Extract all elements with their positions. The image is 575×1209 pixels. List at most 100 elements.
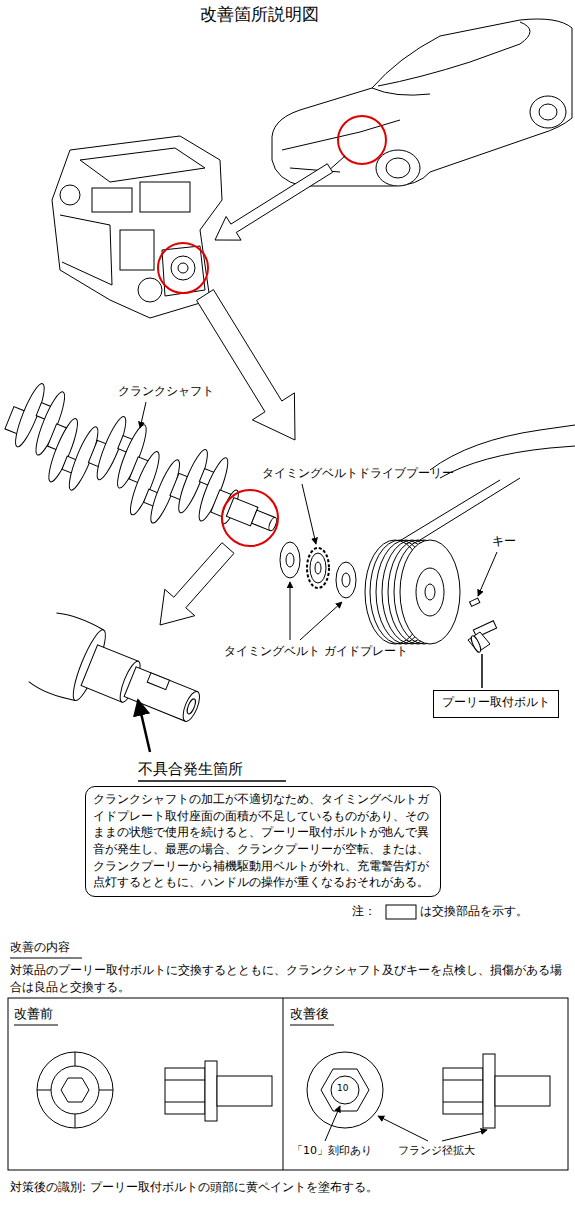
line-stroke xyxy=(481,654,483,688)
circle-stroke xyxy=(222,490,278,546)
line-stroke xyxy=(478,552,497,596)
legend-box xyxy=(386,905,416,919)
polygon-stroke xyxy=(321,1069,369,1111)
box-text: プーリー取付ボルト xyxy=(442,694,550,711)
callout-label: フランジ径拡大 xyxy=(398,1144,475,1158)
bolt-before xyxy=(37,1052,272,1128)
ellipse-stroke xyxy=(315,562,321,574)
path-stroke xyxy=(52,136,222,318)
path-stroke xyxy=(388,480,500,548)
path-stroke xyxy=(272,19,572,186)
hollow-arrow xyxy=(215,164,333,240)
path-stroke xyxy=(60,215,112,285)
circle-stroke xyxy=(158,243,208,293)
ellipse-stroke xyxy=(310,553,326,583)
car xyxy=(272,19,572,186)
line-stroke xyxy=(99,1090,113,1091)
part-label: タイミングベルトドライブプーリー xyxy=(262,466,454,481)
path-stroke xyxy=(80,148,205,182)
path-stroke xyxy=(378,22,530,86)
line-stroke xyxy=(140,402,146,428)
circle-stroke xyxy=(331,1076,359,1104)
ellipse-stroke xyxy=(286,553,294,567)
crank-pulley xyxy=(365,425,575,644)
rect-stroke xyxy=(147,673,169,690)
ellipse-stroke xyxy=(342,573,350,587)
rect-stroke xyxy=(495,1076,550,1106)
circle-stroke xyxy=(171,256,195,280)
note-box: クランクシャフトの加工が不適切なため、タイミングベルトガイドプレート取付座面の面… xyxy=(85,786,441,897)
line-stroke xyxy=(443,1080,483,1081)
line-stroke xyxy=(37,1090,51,1091)
ellipse-stroke xyxy=(469,635,482,654)
line-stroke xyxy=(165,1102,205,1103)
engraving: 10 xyxy=(337,1083,348,1094)
crankshaft xyxy=(0,377,292,566)
line-stroke xyxy=(443,1102,483,1103)
path-stroke xyxy=(420,478,520,540)
guide-plate xyxy=(280,542,300,578)
ellipse-stroke xyxy=(400,540,460,644)
part-label: キー xyxy=(492,534,516,549)
ellipse-stroke xyxy=(180,689,203,723)
drive-pulley xyxy=(307,548,329,588)
circle-stroke xyxy=(51,1066,99,1114)
rect-stroke xyxy=(165,1068,205,1114)
guide-plate xyxy=(336,562,356,598)
pulley-bolt xyxy=(468,621,497,654)
heading: 改善の内容 xyxy=(10,940,70,955)
note-label: 注： xyxy=(352,904,376,919)
line-stroke xyxy=(75,1114,76,1128)
table xyxy=(8,998,568,1170)
circle-stroke xyxy=(60,185,80,205)
part-box: プーリー取付ボルト xyxy=(433,690,559,718)
circle-stroke xyxy=(307,1052,383,1128)
ellipse-stroke xyxy=(425,584,435,600)
ellipse-stroke xyxy=(386,158,410,178)
line-stroke xyxy=(290,582,291,640)
ellipse-stroke xyxy=(280,542,300,578)
path-stroke xyxy=(372,88,430,95)
rect-stroke xyxy=(205,1061,217,1121)
circle-stroke xyxy=(37,1052,113,1128)
line-stroke xyxy=(14,1025,58,1026)
rect-stroke xyxy=(140,182,190,212)
table-header: 改善前 xyxy=(14,1006,53,1022)
line-stroke xyxy=(75,1052,76,1066)
line-stroke xyxy=(138,700,150,752)
line-stroke xyxy=(325,1106,340,1141)
line-stroke xyxy=(302,484,316,544)
ellipse-stroke xyxy=(416,568,444,616)
line-stroke xyxy=(378,1116,428,1141)
box-text: クランクシャフトの加工が不適切なため、タイミングベルトガイドプレート取付座面の面… xyxy=(93,791,433,891)
part-label: クランクシャフト xyxy=(118,384,214,399)
rect-stroke xyxy=(483,1054,495,1128)
ellipse-stroke xyxy=(307,548,329,588)
line-stroke xyxy=(442,1130,487,1141)
hollow-arrow xyxy=(197,290,295,440)
ellipse-stroke xyxy=(186,698,198,715)
note-text: 対策後の識別: プーリー取付ボルトの頭部に黄ペイントを塗布する。 xyxy=(10,1180,378,1195)
body-text: 対策品のプーリー取付ボルトに交換するとともに、クランクシャフト及びキーを点検し、… xyxy=(10,962,565,997)
line-stroke xyxy=(138,780,286,782)
part-label: タイミングベルト ガイドプレート xyxy=(224,644,408,659)
rect-stroke xyxy=(120,230,154,270)
engine xyxy=(52,136,222,318)
hollow-arrow xyxy=(160,543,234,625)
ellipse-stroke xyxy=(376,150,420,186)
path-stroke xyxy=(440,446,575,478)
rect-stroke xyxy=(443,1068,483,1114)
bolt-after xyxy=(307,1052,550,1141)
table-header: 改善後 xyxy=(290,1006,329,1022)
title: 改善箇所説明図 xyxy=(200,4,319,25)
line-stroke xyxy=(290,1025,334,1026)
crank-detail xyxy=(28,610,212,747)
rect-stroke xyxy=(217,1076,272,1106)
line-stroke xyxy=(283,998,284,1170)
line-stroke xyxy=(10,958,82,959)
rect-stroke xyxy=(92,188,132,212)
callout-label: 「10」刻印あり xyxy=(292,1144,372,1158)
ellipse-stroke xyxy=(530,96,566,128)
